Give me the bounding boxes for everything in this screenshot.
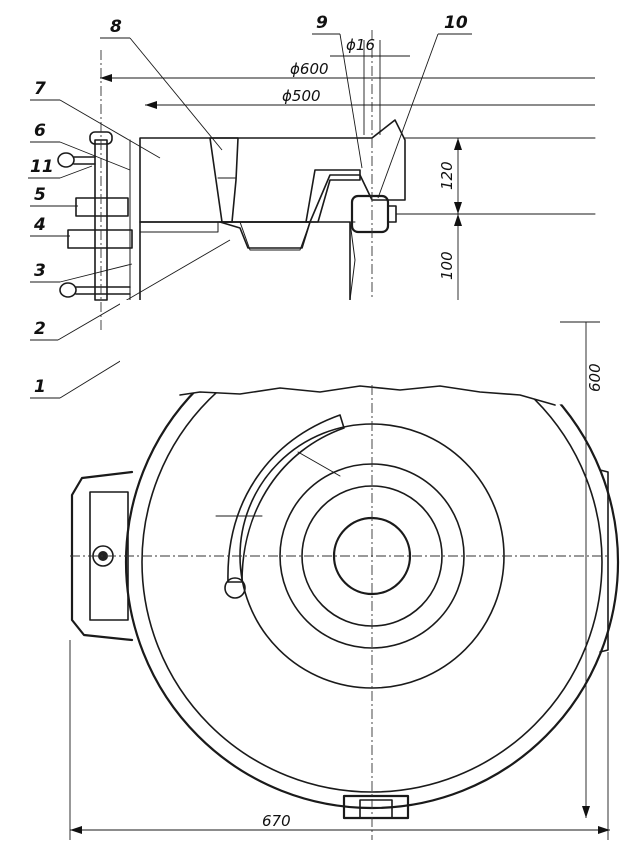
plan-dimensions: 600 670 bbox=[69, 321, 610, 840]
casting-cavity bbox=[219, 221, 311, 249]
dim-16-label: ϕ16 bbox=[346, 36, 375, 54]
label-11: 11 bbox=[30, 157, 54, 177]
dim-100-label: 100 bbox=[438, 251, 456, 280]
label-9: 9 bbox=[316, 13, 328, 33]
label-2: 2 bbox=[34, 319, 46, 339]
part-labels: 1 2 3 4 5 11 6 7 8 9 10 bbox=[28, 13, 472, 399]
plan-view bbox=[70, 300, 620, 840]
runner-arc bbox=[227, 414, 345, 583]
dim-600-label: ϕ600 bbox=[290, 60, 329, 78]
sprue bbox=[209, 137, 239, 223]
label-4: 4 bbox=[33, 215, 46, 235]
dim-500-label: ϕ500 bbox=[282, 87, 321, 105]
lower-flask bbox=[139, 221, 311, 251]
label-7: 7 bbox=[34, 79, 46, 99]
plug bbox=[350, 194, 390, 234]
label-1: 1 bbox=[34, 377, 46, 397]
label-8: 8 bbox=[110, 17, 122, 37]
label-3: 3 bbox=[34, 261, 46, 281]
dim-120-label: 120 bbox=[438, 161, 456, 190]
label-10: 10 bbox=[444, 13, 468, 33]
upper-flask bbox=[139, 119, 406, 223]
left-lug bbox=[70, 470, 134, 642]
label-5: 5 bbox=[34, 185, 46, 205]
dim-600-vertical-label: 600 bbox=[586, 363, 604, 392]
label-6: 6 bbox=[34, 121, 46, 141]
dim-670-label: 670 bbox=[262, 812, 291, 830]
